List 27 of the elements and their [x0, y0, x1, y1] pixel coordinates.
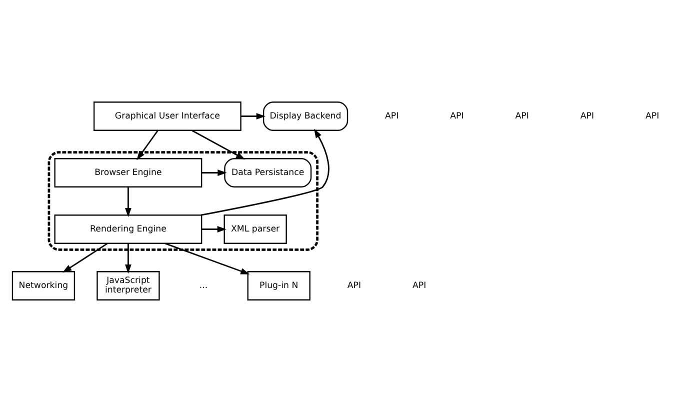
- arrow: [125, 243, 132, 274]
- arrow: [202, 169, 227, 176]
- node-box: Networking: [12, 270, 76, 300]
- label: API: [646, 110, 660, 121]
- arrow: [200, 128, 330, 216]
- node-box: Plug-in N: [247, 270, 310, 300]
- node-box: Browser Engine: [54, 158, 202, 187]
- arrow: [125, 186, 132, 217]
- arrow: [192, 129, 246, 159]
- node-box: XML parser: [224, 214, 287, 244]
- node-box: Rendering Engine: [54, 214, 202, 244]
- arrow: [62, 242, 108, 272]
- arrow: [202, 226, 226, 232]
- label: ...: [199, 280, 208, 290]
- label: API: [412, 280, 426, 290]
- arrow: [164, 242, 250, 274]
- node-box: Data Persistance: [224, 158, 312, 187]
- node-box: Display Backend: [262, 101, 348, 130]
- arrow: [240, 112, 266, 119]
- label: API: [515, 110, 529, 121]
- node-box: Graphical User Interface: [94, 101, 242, 130]
- label: API: [580, 110, 594, 121]
- label: API: [450, 110, 464, 121]
- arrow: [136, 130, 158, 160]
- label: API: [347, 280, 362, 290]
- node-box: JavaScript interpreter: [96, 270, 160, 300]
- label: API: [385, 110, 399, 121]
